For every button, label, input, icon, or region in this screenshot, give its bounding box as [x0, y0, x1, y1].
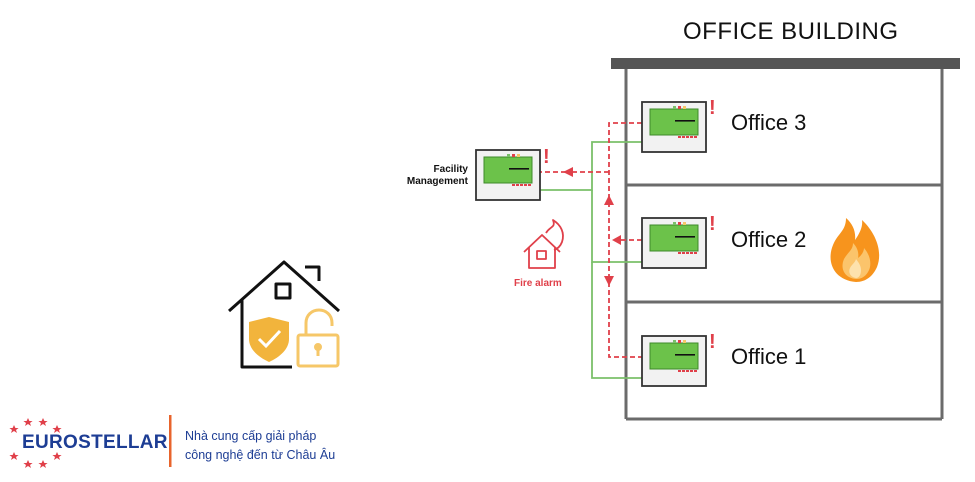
brand-logo-text: EUROSTELLAR: [22, 432, 168, 453]
control-panel-icon: [641, 335, 707, 387]
fire-house-icon: [523, 219, 564, 269]
control-panel-icon: [641, 101, 707, 153]
office-2-alert: !: [709, 213, 716, 235]
star-icon: [9, 418, 62, 468]
office-building: [611, 58, 960, 421]
building-title: OFFICE BUILDING: [683, 18, 899, 45]
house-icon: [228, 260, 340, 369]
control-panel-icon: [475, 149, 541, 201]
brand-tagline: Nhà cung cấp giải pháp công nghệ đến từ …: [185, 427, 385, 465]
office-1-alert: !: [709, 331, 716, 353]
facility-label-line1: Facility: [433, 164, 468, 175]
facility-management-label: Facility Management: [398, 164, 468, 188]
office-3-alert: !: [709, 97, 716, 119]
office-2-label: Office 2: [731, 227, 807, 252]
padlock-icon: [296, 308, 340, 368]
tagline-line2: công nghệ đến từ Châu Âu: [185, 448, 336, 462]
facility-label-line2: Management: [406, 176, 468, 187]
flame-icon: [830, 218, 880, 282]
alarm-signal-lines: [540, 122, 658, 358]
footer-divider: [169, 415, 172, 467]
control-panel-icon: [641, 217, 707, 269]
alarm-arrowheads: [563, 167, 621, 286]
shield-check-icon: [249, 317, 289, 362]
tagline-line1: Nhà cung cấp giải pháp: [185, 429, 317, 443]
office-1-label: Office 1: [731, 344, 807, 369]
office-3-label: Office 3: [731, 110, 807, 135]
facility-alert: !: [543, 146, 550, 168]
fire-alarm-label: Fire alarm: [514, 278, 562, 289]
